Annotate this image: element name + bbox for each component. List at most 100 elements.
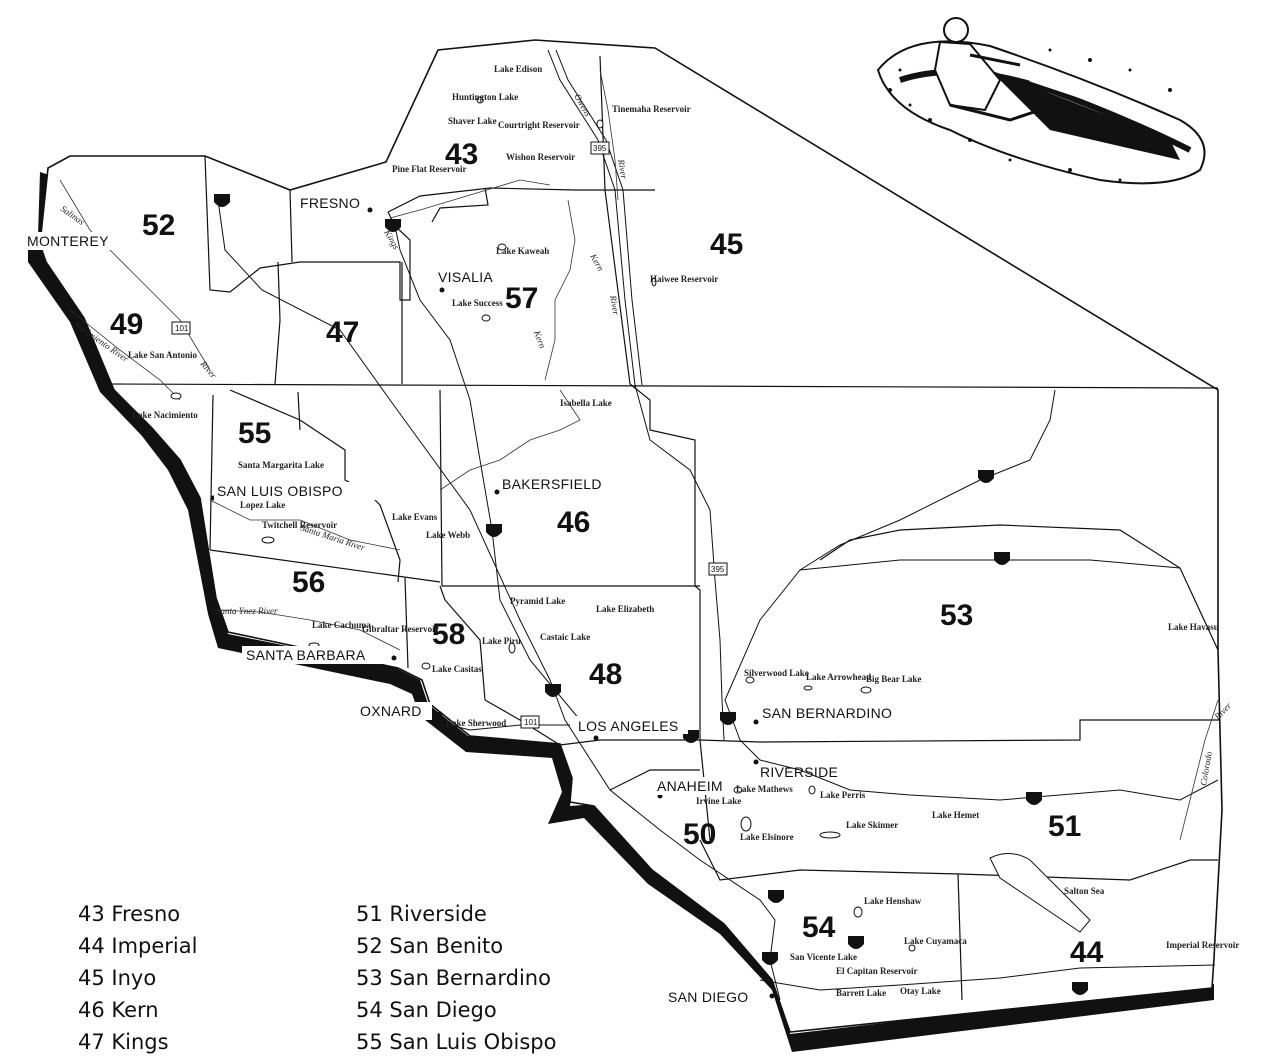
svg-text:Silverwood Lake: Silverwood Lake bbox=[744, 668, 809, 678]
county-number-50: 50 bbox=[683, 818, 716, 851]
svg-text:Lake Piru: Lake Piru bbox=[482, 636, 521, 646]
svg-text:Lake Cuyamaca: Lake Cuyamaca bbox=[904, 936, 967, 946]
svg-text:River: River bbox=[608, 294, 621, 316]
county-number-52: 52 bbox=[142, 209, 175, 242]
svg-text:Haiwee Reservoir: Haiwee Reservoir bbox=[650, 274, 718, 284]
rivers bbox=[59, 69, 1219, 841]
city-label-visalia: VISALIA bbox=[438, 269, 493, 285]
city-labels: FRESNO MONTEREY VISALIA BAKERSFIELD SAN … bbox=[24, 194, 892, 1006]
city-label-santa-barbara: SANTA BARBARA bbox=[246, 647, 366, 663]
city-label-anaheim: ANAHEIM bbox=[657, 778, 723, 794]
county-number-54: 54 bbox=[802, 911, 836, 944]
svg-text:Wishon Reservoir: Wishon Reservoir bbox=[506, 152, 575, 162]
svg-text:Twitchell Reservoir: Twitchell Reservoir bbox=[262, 520, 337, 530]
svg-text:Big Bear Lake: Big Bear Lake bbox=[866, 674, 921, 684]
county-number-48: 48 bbox=[589, 658, 622, 691]
city-label-san-diego: SAN DIEGO bbox=[668, 989, 749, 1005]
svg-text:Salton Sea: Salton Sea bbox=[1064, 886, 1105, 896]
svg-text:San Vicente Lake: San Vicente Lake bbox=[790, 952, 857, 962]
svg-text:Pyramid Lake: Pyramid Lake bbox=[510, 596, 565, 606]
svg-text:395: 395 bbox=[593, 144, 607, 153]
legend-item: 53 San Bernardino bbox=[356, 966, 551, 990]
svg-text:101: 101 bbox=[524, 718, 538, 727]
region-outline bbox=[39, 39, 1223, 1033]
svg-text:Lake Elizabeth: Lake Elizabeth bbox=[596, 604, 654, 614]
svg-text:Santa Ynez River: Santa Ynez River bbox=[216, 606, 278, 616]
county-legend: 43 Fresno 44 Imperial 45 Inyo 46 Kern 47… bbox=[78, 902, 556, 1054]
legend-item: 45 Inyo bbox=[78, 966, 156, 990]
county-number-45: 45 bbox=[710, 228, 743, 261]
svg-text:El Capitan Reservoir: El Capitan Reservoir bbox=[836, 966, 918, 976]
svg-text:Gibraltar Reservoir: Gibraltar Reservoir bbox=[362, 624, 439, 634]
svg-text:Lake Success: Lake Success bbox=[452, 298, 503, 308]
svg-text:Isabella Lake: Isabella Lake bbox=[560, 398, 612, 408]
county-number-43: 43 bbox=[445, 138, 478, 171]
legend-item: 47 Kings bbox=[78, 1030, 169, 1054]
city-label-bakersfield: BAKERSFIELD bbox=[502, 476, 602, 492]
county-boundaries bbox=[104, 55, 1220, 1001]
county-number-55: 55 bbox=[238, 417, 271, 450]
legend-item: 46 Kern bbox=[78, 998, 159, 1022]
city-label-san-luis-obispo: SAN LUIS OBISPO bbox=[217, 483, 343, 499]
svg-text:Huntington Lake: Huntington Lake bbox=[452, 92, 518, 102]
svg-text:Lake Hemet: Lake Hemet bbox=[932, 810, 979, 820]
svg-text:Irvine Lake: Irvine Lake bbox=[696, 796, 741, 806]
highways bbox=[217, 49, 1219, 1001]
svg-text:Barrett Lake: Barrett Lake bbox=[836, 988, 886, 998]
svg-text:Courtright Reservoir: Courtright Reservoir bbox=[498, 120, 580, 130]
interstate-shield-icon bbox=[214, 194, 1088, 995]
svg-text:Lake Arrowhead: Lake Arrowhead bbox=[806, 672, 871, 682]
svg-text:Imperial Reservoir: Imperial Reservoir bbox=[1166, 940, 1239, 950]
county-number-44: 44 bbox=[1070, 936, 1104, 969]
lake-labels: Lake Edison Huntington Lake Shaver Lake … bbox=[128, 64, 1239, 998]
jet-ski-rider-illustration bbox=[876, 17, 1206, 185]
county-numbers: 43 44 45 46 47 48 49 50 51 52 53 54 55 5… bbox=[110, 138, 1104, 969]
svg-text:Pine Flat Reservoir: Pine Flat Reservoir bbox=[392, 164, 466, 174]
svg-text:Lake Sherwood: Lake Sherwood bbox=[446, 718, 506, 728]
county-number-53: 53 bbox=[940, 599, 973, 632]
legend-item: 55 San Luis Obispo bbox=[356, 1030, 556, 1054]
svg-text:Lake Cachuma: Lake Cachuma bbox=[312, 620, 371, 630]
county-number-51: 51 bbox=[1048, 810, 1081, 843]
svg-text:Lake Edison: Lake Edison bbox=[494, 64, 542, 74]
svg-text:Castaic Lake: Castaic Lake bbox=[540, 632, 590, 642]
route-markers: 395 395 101 101 bbox=[171, 141, 728, 729]
svg-text:Lake Nacimiento: Lake Nacimiento bbox=[132, 410, 198, 420]
svg-text:Lake Henshaw: Lake Henshaw bbox=[864, 896, 922, 906]
svg-text:River: River bbox=[616, 158, 629, 180]
svg-text:Lake Perris: Lake Perris bbox=[820, 790, 866, 800]
svg-text:Lake Evans: Lake Evans bbox=[392, 512, 438, 522]
svg-text:Lake Kaweah: Lake Kaweah bbox=[496, 246, 549, 256]
legend-item: 52 San Benito bbox=[356, 934, 503, 958]
county-number-57: 57 bbox=[505, 282, 538, 315]
city-label-los-angeles: LOS ANGELES bbox=[578, 718, 679, 734]
county-number-58: 58 bbox=[432, 618, 465, 651]
svg-text:Lake Casitas: Lake Casitas bbox=[432, 664, 482, 674]
svg-text:Lake San Antonio: Lake San Antonio bbox=[128, 350, 198, 360]
svg-text:Lake Skinner: Lake Skinner bbox=[846, 820, 898, 830]
svg-text:Lake Havasu: Lake Havasu bbox=[1168, 622, 1219, 632]
city-markers bbox=[31, 207, 775, 999]
lake-shapes bbox=[170, 96, 1091, 952]
svg-text:101: 101 bbox=[175, 324, 189, 333]
svg-text:Shaver Lake: Shaver Lake bbox=[448, 116, 497, 126]
city-label-oxnard: OXNARD bbox=[360, 703, 422, 719]
county-number-49: 49 bbox=[110, 308, 143, 341]
county-number-46: 46 bbox=[557, 506, 590, 539]
svg-text:Lake Elsinore: Lake Elsinore bbox=[740, 832, 794, 842]
county-number-56: 56 bbox=[292, 566, 325, 599]
svg-text:Tinemaha Reservoir: Tinemaha Reservoir bbox=[612, 104, 691, 114]
svg-text:Otay Lake: Otay Lake bbox=[900, 986, 941, 996]
county-number-47: 47 bbox=[326, 316, 359, 349]
svg-text:395: 395 bbox=[711, 565, 725, 574]
svg-text:Santa Margarita Lake: Santa Margarita Lake bbox=[238, 460, 324, 470]
legend-item: 54 San Diego bbox=[356, 998, 497, 1022]
legend-item: 44 Imperial bbox=[78, 934, 197, 958]
svg-text:Lopez Lake: Lopez Lake bbox=[240, 500, 285, 510]
city-label-san-bernardino: SAN BERNARDINO bbox=[762, 705, 892, 721]
svg-text:Lake Mathews: Lake Mathews bbox=[736, 784, 793, 794]
legend-item: 51 Riverside bbox=[356, 902, 487, 926]
svg-text:Lake Webb: Lake Webb bbox=[426, 530, 470, 540]
